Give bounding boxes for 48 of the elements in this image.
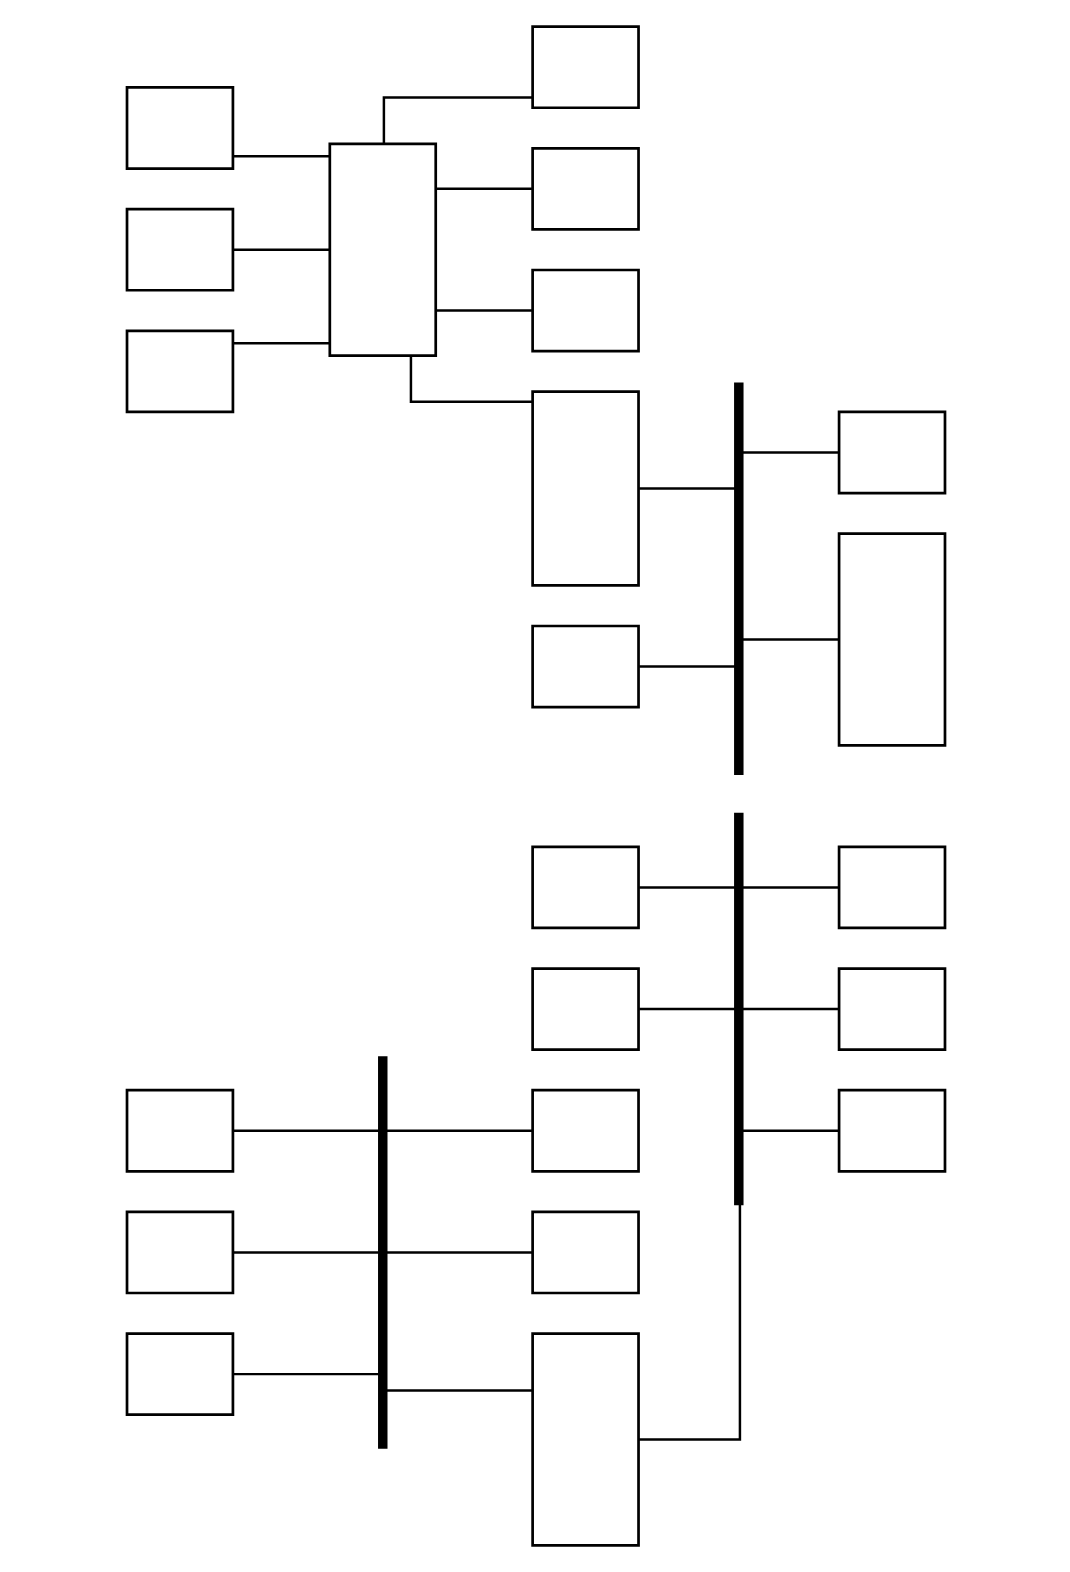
connector xyxy=(381,96,532,144)
connector xyxy=(638,665,734,668)
connector xyxy=(638,886,734,889)
node-box xyxy=(530,268,639,353)
connector xyxy=(638,1007,734,1011)
connector xyxy=(232,1251,378,1254)
node-box xyxy=(124,207,234,292)
connector xyxy=(741,638,838,641)
node-bar xyxy=(733,812,743,1206)
node-box xyxy=(836,532,946,747)
node-box xyxy=(836,845,946,930)
connector xyxy=(741,886,838,889)
node-box xyxy=(124,1332,234,1417)
node-box xyxy=(530,624,639,709)
node-bar xyxy=(377,1056,387,1449)
connector xyxy=(385,1129,532,1132)
connector xyxy=(638,487,734,490)
node-box xyxy=(124,1210,234,1295)
connector xyxy=(232,1129,378,1132)
node-box xyxy=(327,142,437,357)
connector xyxy=(741,451,838,454)
node-box xyxy=(836,410,946,495)
node-box xyxy=(530,390,639,587)
node-box xyxy=(530,967,639,1051)
node-box xyxy=(124,86,234,170)
node-box xyxy=(836,967,946,1051)
node-box xyxy=(530,146,639,231)
connector xyxy=(232,154,329,158)
connector xyxy=(435,309,531,312)
connector xyxy=(435,187,531,191)
connector xyxy=(385,1389,532,1392)
node-box xyxy=(124,329,234,414)
connector xyxy=(637,1204,741,1441)
connector xyxy=(385,1251,532,1254)
node-box xyxy=(530,1332,639,1547)
connector xyxy=(232,341,329,345)
connector xyxy=(408,356,532,404)
connector xyxy=(232,248,329,251)
connector xyxy=(741,1007,838,1011)
node-box xyxy=(530,1210,639,1295)
node-box xyxy=(530,845,639,930)
node-box xyxy=(530,25,639,110)
node-box xyxy=(124,1088,234,1173)
connector xyxy=(741,1129,838,1132)
connector xyxy=(232,1372,378,1376)
node-box xyxy=(530,1088,639,1173)
node-box xyxy=(836,1088,946,1173)
node-bar xyxy=(733,382,743,775)
